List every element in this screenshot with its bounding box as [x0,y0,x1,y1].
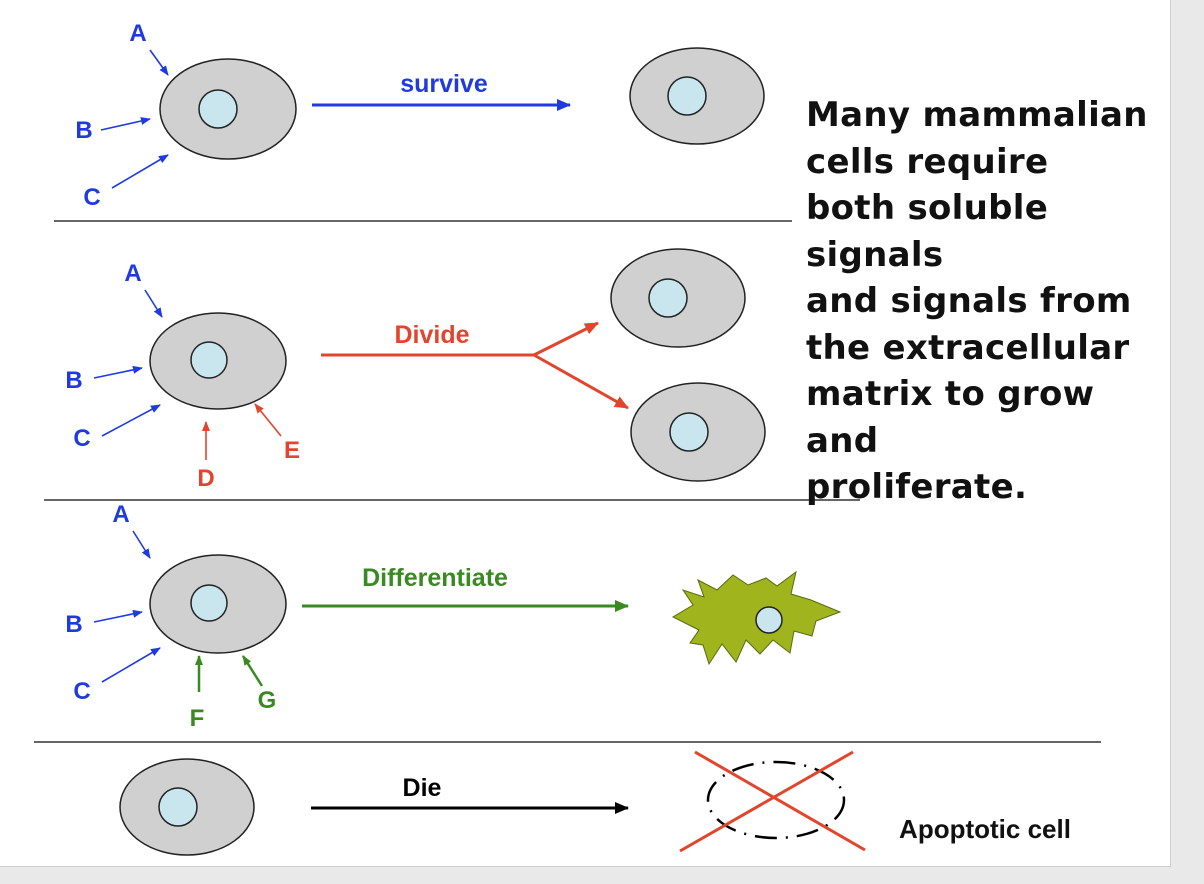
signal-arrow-a [149,49,169,76]
signal-arrow-a [144,289,163,318]
row-differentiate: A B C F G Differentiate [65,501,842,732]
signal-label-a: A [112,501,129,528]
signal-label-c: C [83,184,100,211]
cell-source-differentiate [149,554,287,654]
signal-label-a: A [124,260,141,287]
row-survive: A B C survive [75,20,765,211]
signal-label-b: B [65,611,82,638]
side-explanation-text: Many mammalian cells require both solubl… [806,95,1148,507]
signal-label-b: B [75,117,92,144]
signal-arrow-c [111,154,169,189]
apoptotic-cell-label: Apoptotic cell [899,814,1071,844]
outcome-label-survive: survive [400,70,488,98]
outcome-arrow-divide [321,321,629,410]
signal-label-e: E [284,437,300,464]
signal-arrow-b [100,117,151,131]
signal-arrow-e [254,403,282,437]
cross-mark [694,750,866,852]
signal-arrow-c [101,647,161,683]
row-die: Die Apoptotic cell [119,750,1071,856]
signal-label-c: C [73,425,90,452]
signal-label-b: B [65,367,82,394]
cross-mark [679,750,854,853]
cell-result-divide-bottom [630,382,766,482]
cell-source-divide [149,312,287,410]
row-divide: A B C D E Divide [65,248,766,492]
differentiated-cell [671,570,842,666]
cell-result-divide-top [610,248,746,348]
cell-source-survive [159,58,297,160]
signal-arrow-c [101,404,161,437]
signal-arrow-g [241,655,264,687]
outcome-label-differentiate: Differentiate [362,564,508,592]
cell-source-die [119,758,255,856]
slide: A B C survive A B C D E Divide [0,0,1171,867]
signal-label-c: C [73,678,90,705]
signal-arrow-b [93,365,143,379]
signal-label-a: A [129,20,146,47]
signal-label-f: F [190,705,205,732]
cell-result-survive [629,47,765,145]
signal-label-g: G [258,687,277,714]
signal-arrow-b [93,609,143,623]
cell-signaling-diagram: A B C survive A B C D E Divide [34,20,1101,856]
outcome-label-die: Die [403,774,442,802]
signal-label-d: D [197,465,214,492]
apoptotic-cell [679,750,866,853]
signal-arrow-a [132,530,151,559]
outcome-label-divide: Divide [394,321,469,349]
